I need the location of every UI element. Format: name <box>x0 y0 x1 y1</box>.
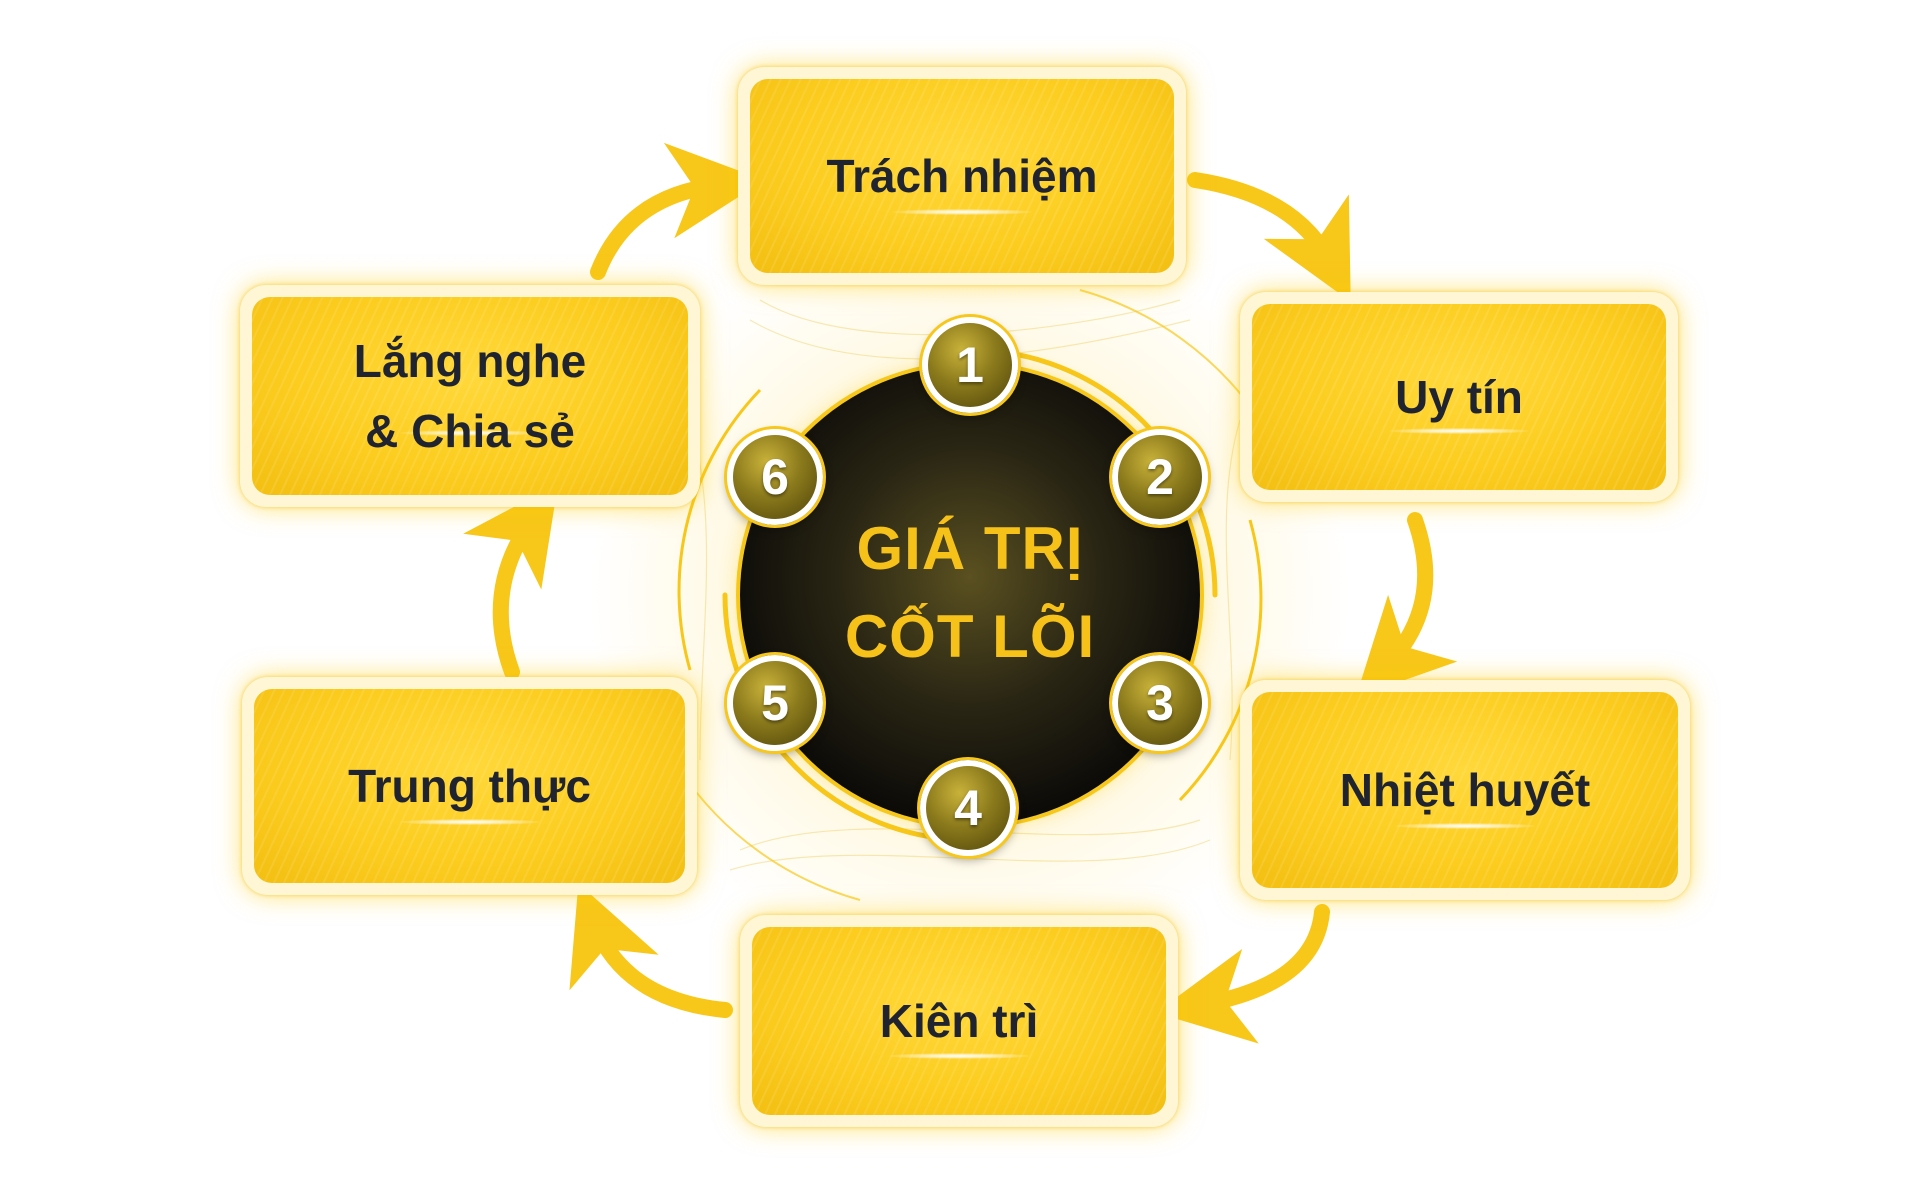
value-card-listening-sharing: Lắng nghe & Chia sẻ <box>240 285 700 507</box>
value-card-panel: Uy tín <box>1252 304 1666 490</box>
number-badge-2: 2 <box>1112 429 1208 525</box>
badge-number: 2 <box>1146 449 1174 505</box>
arrow-perseverance-to-honesty <box>569 883 733 1018</box>
badge-number: 6 <box>761 449 789 505</box>
number-badge-6: 6 <box>727 429 823 525</box>
badge-number: 5 <box>761 675 789 731</box>
sparkle-icon <box>892 208 1032 215</box>
number-badge-5: 5 <box>727 655 823 751</box>
value-card-perseverance: Kiên trì <box>740 915 1178 1127</box>
sparkle-icon <box>400 429 540 436</box>
value-card-panel: Nhiệt huyết <box>1252 692 1678 888</box>
cycle-arrows <box>463 142 1458 1044</box>
sparkle-icon <box>1389 428 1529 435</box>
value-card-responsibility: Trách nhiệm <box>738 67 1186 285</box>
value-label-perseverance: Kiên trì <box>879 995 1039 1047</box>
arrow-honesty-to-listening <box>463 483 559 680</box>
value-card-honesty: Trung thực <box>242 677 697 895</box>
value-label-responsibility: Trách nhiệm <box>826 150 1098 202</box>
value-card-panel: Lắng nghe & Chia sẻ <box>252 297 688 495</box>
number-badge-4: 4 <box>920 760 1016 856</box>
value-card-panel: Trách nhiệm <box>750 79 1174 273</box>
value-label-prestige: Uy tín <box>1395 371 1523 423</box>
value-card-prestige: Uy tín <box>1240 292 1678 502</box>
value-label-honesty: Trung thực <box>348 760 591 812</box>
value-card-panel: Kiên trì <box>752 927 1166 1115</box>
number-badge-1: 1 <box>922 317 1018 413</box>
value-card-enthusiasm: Nhiệt huyết <box>1240 680 1690 900</box>
core-values-center-disc <box>740 365 1200 825</box>
sparkle-icon <box>399 818 540 825</box>
badge-number: 4 <box>954 780 982 836</box>
badge-number: 3 <box>1146 675 1174 731</box>
arrow-enthusiasm-to-perseverance <box>1155 904 1330 1044</box>
sparkle-icon <box>1395 823 1535 830</box>
arrow-listening-to-responsibility <box>590 142 765 280</box>
arrow-prestige-to-enthusiasm <box>1355 512 1458 698</box>
value-label-enthusiasm: Nhiệt huyết <box>1339 764 1591 816</box>
value-card-panel: Trung thực <box>254 689 685 883</box>
arrow-responsibility-to-prestige <box>1187 172 1351 302</box>
center-title: GIÁ TRỊ CỐT LÕI <box>844 515 1096 670</box>
value-label-listening-sharing: Lắng nghe & Chia sẻ <box>353 335 587 457</box>
badge-number: 1 <box>956 337 984 393</box>
sparkle-icon <box>889 1052 1029 1059</box>
number-badge-3: 3 <box>1112 655 1208 751</box>
